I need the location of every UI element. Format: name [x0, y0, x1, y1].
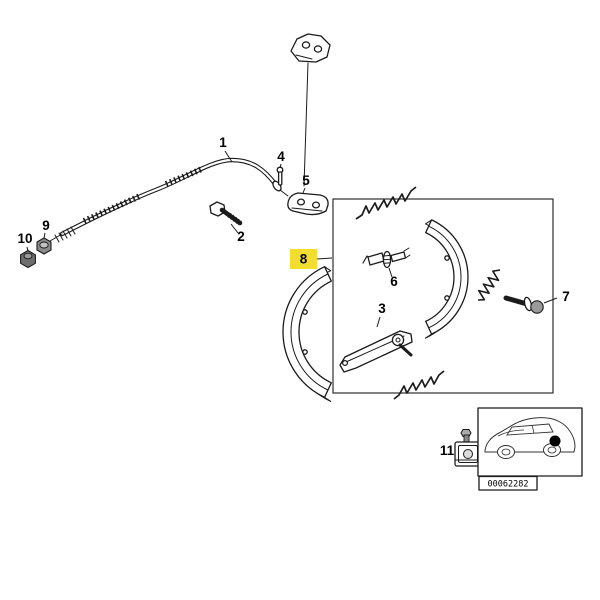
expander-pivot-hole: [395, 337, 401, 343]
hold-down-spring: [477, 269, 501, 301]
adjuster-body: [367, 252, 385, 266]
bracket-plate: [287, 192, 329, 216]
location-dot: [549, 435, 561, 447]
car-wheel-rear-hub: [547, 446, 557, 454]
part-label-3[interactable]: 3: [378, 301, 386, 316]
brake-shoe-left: [282, 266, 332, 402]
expander-pivot: [391, 333, 405, 347]
cable-sheath-hatch-2: [164, 166, 204, 187]
code-label-box: [478, 475, 538, 491]
part-label-11[interactable]: 11: [440, 443, 455, 458]
bracket-hole-left: [296, 198, 306, 206]
part-4-pin: [276, 166, 284, 186]
part-label-4[interactable]: 4: [277, 149, 285, 164]
assembly-boundary-box: [332, 198, 554, 394]
part-label-2[interactable]: 2: [237, 229, 245, 244]
leader-7: [543, 297, 558, 304]
shoe-right-depth-tick-bottom: [425, 333, 433, 339]
part-label-8[interactable]: 8: [300, 252, 308, 267]
leader-lines: [26, 150, 558, 328]
cable-outline: [59, 157, 279, 237]
top-bracket: [290, 33, 331, 187]
return-spring-upper: [355, 186, 417, 220]
part-1-cable: [49, 157, 289, 243]
part-label-7[interactable]: 7: [562, 289, 570, 304]
pin-7-shaft: [503, 295, 530, 307]
brake-shoe-right: [425, 219, 469, 339]
shoe-left-body: [282, 266, 332, 398]
shoe-right-body: [425, 219, 469, 335]
part-2-bolt: [209, 201, 243, 226]
car-door-line: [531, 424, 535, 434]
top-bracket-drop-line: [303, 62, 309, 187]
part-9-nut: [36, 237, 52, 255]
return-spring-lower: [393, 370, 445, 400]
shoe-right-hole-1: [444, 255, 450, 261]
leader-9: [43, 232, 46, 239]
pin-7-head: [530, 300, 544, 314]
expander-hook: [341, 359, 349, 367]
part-6-adjuster: [362, 247, 411, 269]
bolt-thread: [227, 212, 242, 226]
leader-2: [230, 223, 239, 234]
leader-4: [279, 163, 282, 169]
car-hood-line: [497, 429, 525, 437]
expander-arm: [398, 343, 413, 357]
top-bracket-hole-right: [313, 45, 323, 53]
spring-upper-coil: [355, 186, 417, 220]
shoe-left-hole-2: [302, 349, 308, 355]
spring-lower-coil: [393, 370, 445, 400]
shoe-left-lining-seam: [290, 273, 329, 391]
cable-core: [60, 158, 278, 236]
nut-10-face: [23, 252, 33, 260]
part-label-10[interactable]: 10: [17, 231, 32, 246]
part-10-cap-nut: [20, 249, 36, 269]
part-label-6[interactable]: 6: [390, 274, 398, 289]
shoe-right-hole-2: [444, 295, 450, 301]
part-label-5[interactable]: 5: [302, 173, 310, 188]
part-11-bracket: [454, 429, 482, 467]
pin-shaft: [277, 171, 283, 186]
spring-right-coil: [477, 269, 501, 301]
car-wheel-front-hub: [501, 448, 511, 456]
leader-3: [376, 316, 381, 328]
cable-end-nipple: [279, 189, 289, 197]
adjuster-rod: [390, 251, 407, 263]
leader-5: [302, 187, 306, 194]
car-inset: 00062282: [477, 407, 583, 491]
diagram-code: 00062282: [488, 480, 529, 490]
top-bracket-edge-line: [295, 54, 313, 60]
cable-sheath-hatch-1: [82, 193, 142, 224]
leader-10: [26, 246, 29, 252]
adjuster-fork-right: [403, 247, 411, 259]
part-labels: 1 2 3 4 5 6 7 8 9 10 11: [17, 135, 569, 458]
part-label-1[interactable]: 1: [219, 135, 227, 150]
pin-7-flange: [523, 296, 533, 312]
bracket-hole-right: [311, 201, 321, 209]
part-label-9[interactable]: 9: [42, 218, 50, 233]
part-3-expander: [339, 330, 413, 373]
adjuster-star-teeth: [383, 254, 391, 264]
leader-1: [224, 150, 233, 163]
leader-8: [316, 257, 333, 260]
top-bracket-hole-left: [301, 41, 311, 49]
nut-9-face: [39, 241, 49, 249]
part-11-block-hole: [463, 449, 473, 459]
top-bracket-plate: [290, 33, 331, 63]
cable-thread-ticks: [54, 226, 76, 243]
part-5-bracket: [287, 192, 329, 216]
part-7-pin: [503, 295, 544, 314]
shoe-right-lining-seam: [428, 225, 462, 329]
shoe-left-depth-tick-bottom: [324, 396, 332, 402]
leader-6: [388, 267, 393, 278]
bracket-edge-line: [291, 207, 323, 212]
selected-part-highlight: [290, 249, 317, 269]
shoe-left-hole-1: [302, 309, 308, 315]
